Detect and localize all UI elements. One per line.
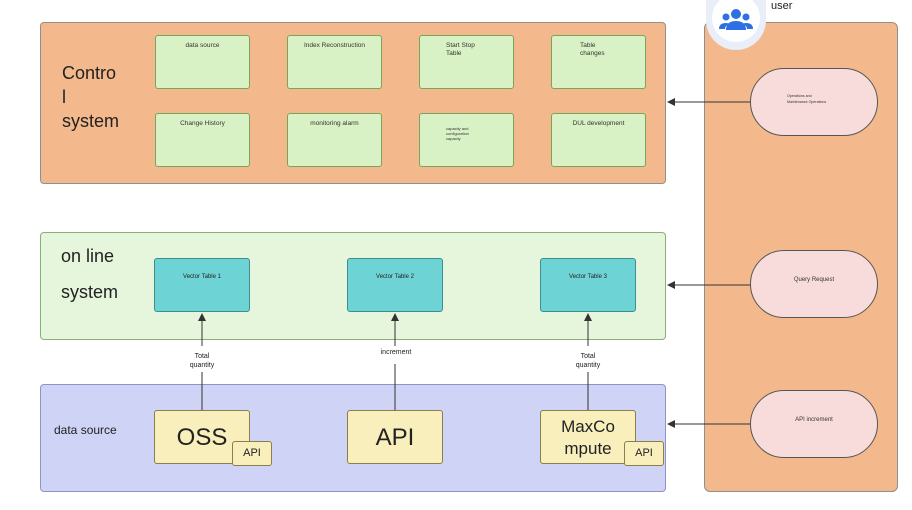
maxcompute-api-badge: API — [624, 441, 664, 466]
link-label-right: Total quantity — [575, 353, 601, 369]
control-box-table-changes[interactable]: Table changes — [551, 35, 646, 89]
oss-api-badge: API — [232, 441, 272, 466]
vector-table-1[interactable]: Vector Table 1 — [154, 258, 250, 312]
link-label-middle: increment — [380, 349, 412, 356]
control-box-dul-development[interactable]: DUL development — [551, 113, 646, 167]
control-box-data-source[interactable]: data source — [155, 35, 250, 89]
link-label-left: Total quantity — [189, 353, 215, 369]
request-query[interactable]: Query Request — [750, 250, 878, 318]
users-icon — [719, 9, 753, 30]
control-box-monitoring-alarm[interactable]: monitoring alarm — [287, 113, 382, 167]
source-maxcompute[interactable]: MaxCo mpute — [540, 410, 636, 464]
online-system-title: on line system — [61, 246, 119, 302]
control-system-title: Contro l system — [62, 63, 120, 131]
source-api[interactable]: API — [347, 410, 443, 464]
vector-table-3[interactable]: Vector Table 3 — [540, 258, 636, 312]
request-api-increment[interactable]: API increment — [750, 390, 878, 458]
request-operations-maintenance[interactable]: Operations and Maintenance Operations — [750, 68, 878, 136]
user-label: user — [771, 0, 793, 12]
user-avatar[interactable] — [706, 0, 766, 50]
control-box-capacity-configuration[interactable]: capacity and configuration capacity — [419, 113, 514, 167]
control-box-index-reconstruction[interactable]: Index Reconstruction — [287, 35, 382, 89]
data-source-title: data source — [54, 423, 117, 437]
control-box-start-stop-table[interactable]: Start Stop Table — [419, 35, 514, 89]
vector-table-2[interactable]: Vector Table 2 — [347, 258, 443, 312]
control-box-change-history[interactable]: Change History — [155, 113, 250, 167]
